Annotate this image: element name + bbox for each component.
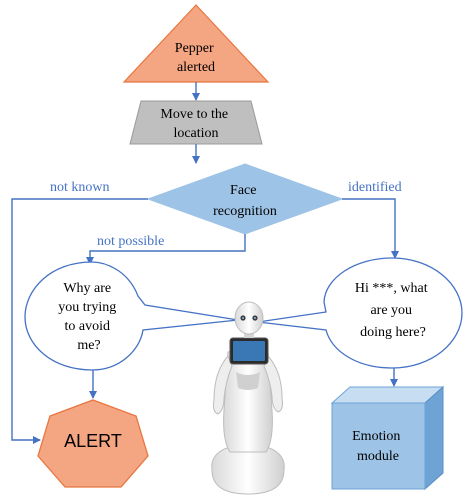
emotion-box-front	[331, 402, 426, 490]
emotion-label: Emotion module	[352, 429, 404, 464]
edge-not-possible	[86, 234, 246, 265]
left-speech-bubble: Why are you trying to avoid me?	[24, 261, 239, 371]
move-label: Move to the location	[160, 107, 231, 141]
alert-node: ALERT	[37, 399, 149, 488]
move-node: Move to the location	[129, 100, 263, 145]
pepper-robot-illustration	[211, 301, 285, 495]
alert-label: ALERT	[64, 431, 122, 451]
start-node: Pepper alerted	[122, 4, 270, 83]
emotion-module-node: Emotion module	[330, 385, 445, 491]
edge-label-identified: identified	[348, 180, 402, 195]
decision-label: Face recognition	[213, 183, 277, 219]
emotion-box-top	[330, 386, 445, 404]
right-bubble-text: Hi ***, what are you doing here?	[355, 281, 431, 340]
edge-label-not-possible: not possible	[97, 234, 164, 249]
edge-identified	[342, 198, 399, 259]
start-label: Pepper alerted	[175, 41, 217, 75]
left-bubble-text: Why are you trying to avoid me?	[58, 281, 119, 353]
edge-label-not-known: not known	[50, 180, 110, 195]
robot-head	[234, 301, 264, 335]
edge-not-known	[11, 198, 148, 444]
emotion-box-side	[424, 385, 444, 491]
decision-node: Face recognition	[146, 163, 344, 235]
alert-heptagon	[37, 399, 149, 488]
right-speech-bubble: Hi ***, what are you doing here?	[257, 257, 463, 369]
